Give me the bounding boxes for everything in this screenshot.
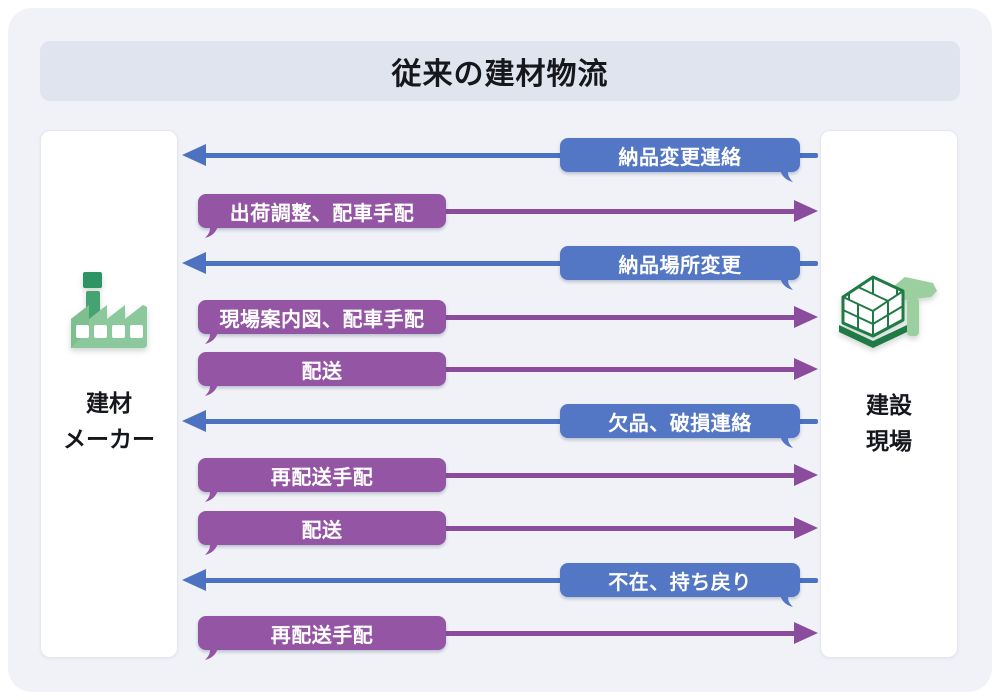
flow-label-bubble: 配送: [198, 511, 446, 555]
page-title: 従来の建材物流: [391, 58, 609, 91]
arrowhead-right-icon: [794, 517, 818, 539]
flow-arrow-left: 欠品、破損連絡: [182, 404, 818, 448]
diagram-header: 従来の建材物流: [40, 41, 960, 101]
flow-label: 納品変更連絡: [618, 146, 742, 169]
arrow-line: [200, 315, 798, 320]
bubble-tail-icon: [780, 594, 793, 607]
flow-arrow-right: 配送: [182, 352, 818, 396]
node-label-line: メーカー: [63, 426, 155, 452]
node-label-line: 現場: [866, 428, 912, 454]
flow-arrow-right: 現場案内図、配車手配: [182, 300, 818, 344]
flow-label: 出荷調整、配車手配: [229, 202, 415, 225]
flow-arrow-right: 配送: [182, 511, 818, 555]
node-label-line: 建設: [866, 392, 912, 419]
arrow-line: [200, 367, 798, 372]
flow-label: 再配送手配: [270, 466, 374, 489]
flow-label: 現場案内図、配車手配: [219, 308, 425, 331]
flow-label-bubble: 配送: [198, 352, 446, 396]
bubble-tail-icon: [205, 647, 218, 660]
flow-label: 欠品、破損連絡: [608, 412, 752, 435]
bubble-tail-icon: [205, 489, 218, 502]
bubble-tail-icon: [205, 225, 218, 238]
flow-arrow-left: 納品場所変更: [182, 246, 818, 290]
bubble-tail-icon: [780, 435, 793, 448]
arrow-line: [200, 526, 798, 531]
bubble-tail-icon: [780, 277, 793, 290]
node-construction-site: 建設 現場: [820, 130, 958, 658]
flow-arrow-left: 納品変更連絡: [182, 138, 818, 182]
flow-label-bubble: 欠品、破損連絡: [560, 404, 800, 448]
arrow-line: [200, 473, 798, 478]
bubble-tail-icon: [780, 169, 793, 182]
flow-arrow-right: 再配送手配: [182, 616, 818, 660]
arrowhead-left-icon: [182, 410, 206, 432]
node-material-maker: 建材 メーカー: [40, 130, 178, 658]
bubble-tail-icon: [205, 383, 218, 396]
arrowhead-left-icon: [182, 569, 206, 591]
arrow-line: [202, 261, 818, 266]
arrow-line: [202, 153, 818, 158]
flow-arrow-right: 出荷調整、配車手配: [182, 194, 818, 238]
arrow-line: [200, 209, 798, 214]
arrow-line: [200, 631, 798, 636]
bubble-tail-icon: [205, 542, 218, 555]
flow-label-bubble: 納品変更連絡: [560, 138, 800, 182]
construction-site-icon: [839, 275, 937, 349]
factory-icon: [71, 272, 147, 349]
arrowhead-right-icon: [794, 464, 818, 486]
node-label-construction-site: 建設 現場: [866, 388, 912, 459]
node-label-material-maker: 建材 メーカー: [63, 386, 155, 457]
flow-label: 再配送手配: [270, 624, 374, 647]
arrowhead-right-icon: [794, 622, 818, 644]
flow-label-bubble: 出荷調整、配車手配: [198, 194, 446, 238]
arrowhead-right-icon: [794, 200, 818, 222]
flow-arrow-left: 不在、持ち戻り: [182, 563, 818, 607]
arrowhead-right-icon: [794, 306, 818, 328]
flow-label-bubble: 再配送手配: [198, 458, 446, 502]
bubble-tail-icon: [205, 331, 218, 344]
arrow-line: [202, 578, 818, 583]
flow-label-bubble: 再配送手配: [198, 616, 446, 660]
arrowhead-left-icon: [182, 144, 206, 166]
flow-label: 納品場所変更: [618, 254, 742, 277]
node-label-line: 建材: [86, 390, 132, 417]
arrow-line: [202, 419, 818, 424]
arrowhead-left-icon: [182, 252, 206, 274]
flow-arrow-right: 再配送手配: [182, 458, 818, 502]
flow-label-bubble: 納品場所変更: [560, 246, 800, 290]
flow-label-bubble: 不在、持ち戻り: [560, 563, 800, 607]
flow-label: 配送: [301, 360, 343, 383]
flow-label-bubble: 現場案内図、配車手配: [198, 300, 446, 344]
flow-label: 配送: [301, 519, 343, 542]
flow-label: 不在、持ち戻り: [608, 571, 752, 594]
arrowhead-right-icon: [794, 358, 818, 380]
